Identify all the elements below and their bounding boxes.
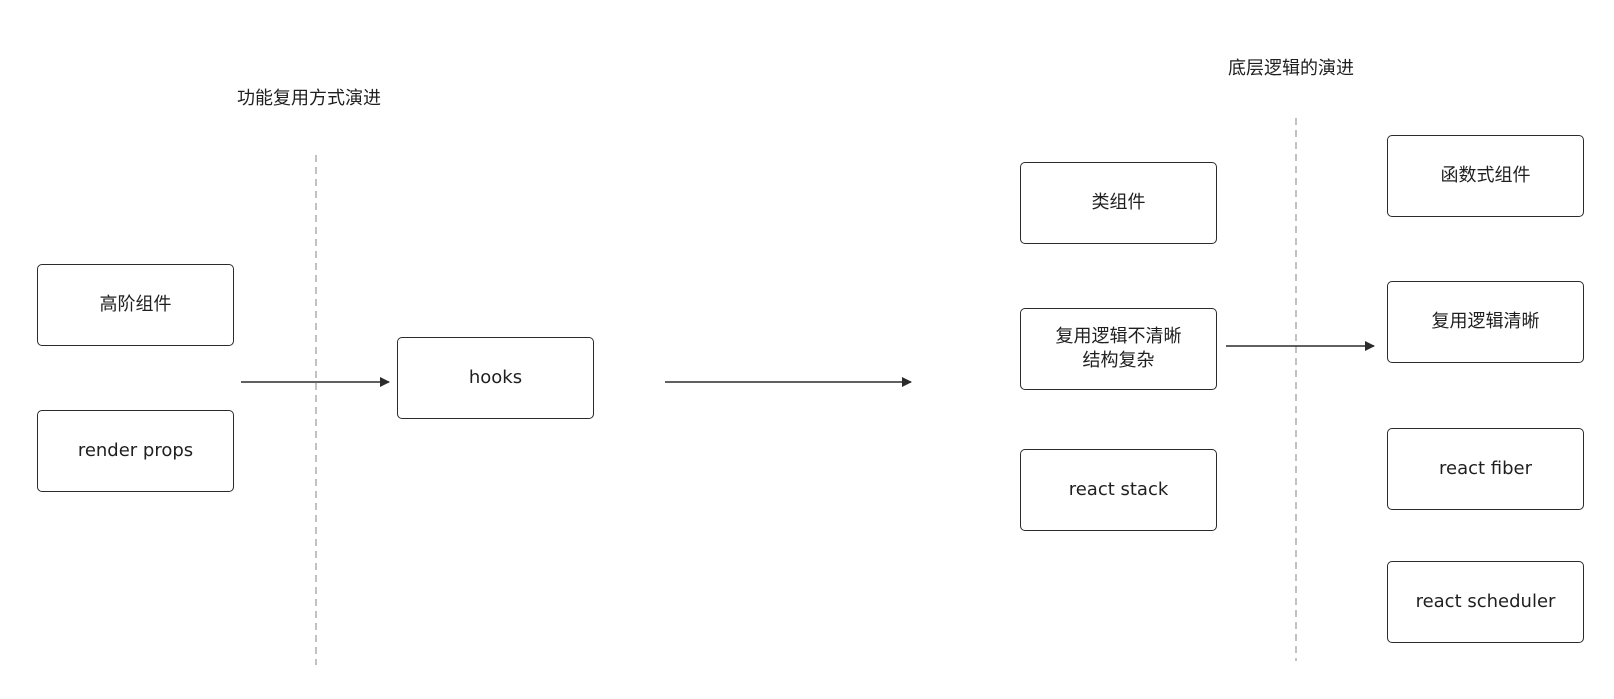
node-class-component[interactable]: 类组件 <box>1020 162 1217 244</box>
node-hoc[interactable]: 高阶组件 <box>37 264 234 346</box>
node-unclear-logic[interactable]: 复用逻辑不清晰 结构复杂 <box>1020 308 1217 390</box>
node-react-fiber[interactable]: react fiber <box>1387 428 1584 510</box>
node-clear-logic[interactable]: 复用逻辑清晰 <box>1387 281 1584 363</box>
node-react-scheduler[interactable]: react scheduler <box>1387 561 1584 643</box>
title-reuse-evolution: 功能复用方式演进 <box>237 88 381 109</box>
title-underlying-evolution: 底层逻辑的演进 <box>1228 58 1354 79</box>
node-hooks[interactable]: hooks <box>397 337 594 419</box>
node-render-props[interactable]: render props <box>37 410 234 492</box>
node-react-stack[interactable]: react stack <box>1020 449 1217 531</box>
node-function-component[interactable]: 函数式组件 <box>1387 135 1584 217</box>
